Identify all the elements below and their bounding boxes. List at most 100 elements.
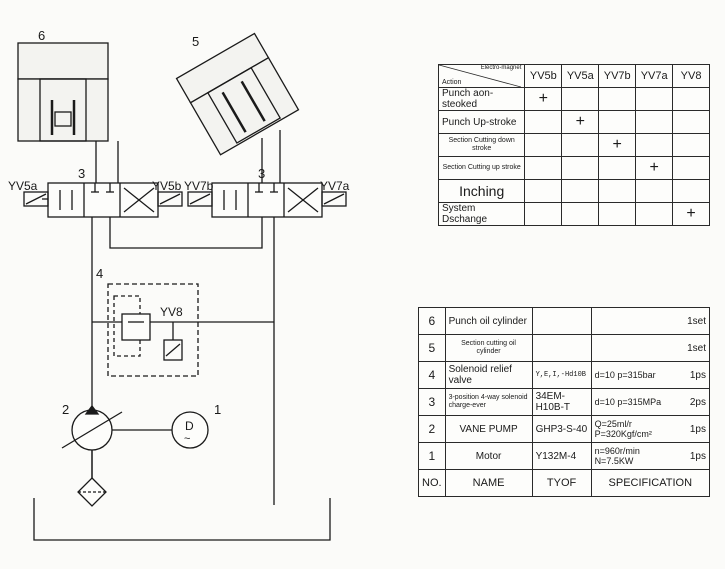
part-qty: 2ps xyxy=(669,388,710,416)
electromagnet-action-table: Electro-magnet Action YV5b YV5a YV7b YV7… xyxy=(437,64,710,226)
left-directional-valve xyxy=(23,182,183,218)
action-mark-cell xyxy=(524,156,563,180)
action-mark-cell xyxy=(561,87,600,111)
part-no: 6 xyxy=(418,307,446,335)
action-row: Section Cutting up stroke+ xyxy=(437,156,710,180)
hydraulic-circuit: 6 5 3 3 4 2 1 YV5a YV5b YV7b YV7a YV8 D … xyxy=(8,28,350,541)
action-mark-cell xyxy=(598,156,637,180)
label-4: 4 xyxy=(96,266,103,281)
label-yv7b: YV7b xyxy=(184,179,214,193)
action-row: Punch Up-stroke + xyxy=(437,110,710,134)
action-mark-cell xyxy=(561,133,600,157)
part-no: 4 xyxy=(418,361,446,389)
col-yv7b: YV7b xyxy=(598,64,637,88)
part-qty: 1set xyxy=(669,307,710,335)
part-qty: 1ps xyxy=(669,361,710,389)
action-mark-cell xyxy=(635,110,674,134)
tank xyxy=(33,498,331,541)
action-mark-cell xyxy=(672,110,710,134)
part-type: Y,E,I,-Hd10B xyxy=(531,361,592,389)
action-table-header: Electro-magnet Action YV5b YV5a YV7b YV7… xyxy=(437,64,710,88)
label-yv7a: YV7a xyxy=(320,179,350,193)
label-6: 6 xyxy=(38,28,45,43)
hdr-spec: SPECIFICATION xyxy=(590,469,711,497)
motor-wave: ~ xyxy=(184,433,190,445)
action-mark-cell xyxy=(635,87,674,111)
label-yv8: YV8 xyxy=(160,305,183,319)
action-row: Section Cutting down stroke + xyxy=(437,133,710,157)
part-spec: Q=25ml/r P=320Kgf/cm² xyxy=(590,415,669,443)
label-2: 2 xyxy=(62,402,69,417)
action-mark-cell xyxy=(672,156,710,180)
part-spec: n=960r/min N=7.5KW xyxy=(590,442,669,470)
action-mark-cell xyxy=(672,133,710,157)
action-mark-cell xyxy=(672,179,710,203)
action-mark-cell xyxy=(635,202,674,226)
corner-action: Action xyxy=(442,79,462,86)
label-3-left: 3 xyxy=(78,166,85,181)
action-mark-cell xyxy=(561,202,600,226)
action-row: System Dschange+ xyxy=(437,202,710,226)
part-no: 2 xyxy=(418,415,446,443)
action-mark-cell xyxy=(524,179,563,203)
section-cutting-cylinder xyxy=(175,32,300,156)
action-label: Section Cutting down stroke xyxy=(437,133,526,157)
part-name: Solenoid relief valve xyxy=(444,361,533,389)
action-row: Punch aon-steoked+ xyxy=(437,87,710,111)
part-name: 3-position 4-way solenoid charge-ever xyxy=(444,388,533,416)
col-yv7a: YV7a xyxy=(635,64,674,88)
part-name: Section cutting oil cylinder xyxy=(444,334,533,362)
action-mark-cell xyxy=(598,87,637,111)
hdr-type: TYOF xyxy=(531,469,592,497)
corner-cell: Electro-magnet Action xyxy=(437,64,526,88)
action-mark-cell: + xyxy=(561,110,600,134)
part-spec xyxy=(590,334,669,362)
part-type: Y132M-4 xyxy=(531,442,592,470)
part-type xyxy=(531,334,592,362)
part-name: Motor xyxy=(444,442,533,470)
action-mark-cell: + xyxy=(672,202,710,226)
part-type xyxy=(531,307,592,335)
part-no: 1 xyxy=(418,442,446,470)
part-spec: d=10 p=315bar xyxy=(590,361,669,389)
action-row: Inching xyxy=(437,179,710,203)
label-3-right: 3 xyxy=(258,166,265,181)
action-mark-cell xyxy=(598,179,637,203)
action-mark-cell xyxy=(635,179,674,203)
action-mark-cell: + xyxy=(598,133,637,157)
col-yv5b: YV5b xyxy=(524,64,563,88)
action-label: Punch Up-stroke xyxy=(437,110,526,134)
action-mark-cell: + xyxy=(524,87,563,111)
motor-letter: D xyxy=(185,419,194,433)
part-spec xyxy=(590,307,669,335)
part-no: 5 xyxy=(418,334,446,362)
action-label: Punch aon-steoked xyxy=(437,87,526,111)
action-mark-cell xyxy=(598,202,637,226)
part-spec: d=10 p=315MPa xyxy=(590,388,669,416)
label-1: 1 xyxy=(214,402,221,417)
action-mark-cell xyxy=(561,156,600,180)
corner-electromagnet: Electro-magnet xyxy=(480,65,522,71)
col-yv8: YV8 xyxy=(672,64,710,88)
motor xyxy=(171,411,209,449)
action-mark-cell xyxy=(635,133,674,157)
action-label: Section Cutting up stroke xyxy=(437,156,526,180)
parts-table-header: NO. NAME TYOF SPECIFICATION xyxy=(418,469,711,497)
hdr-no: NO. xyxy=(418,469,446,497)
col-yv5a: YV5a xyxy=(561,64,600,88)
part-name: Punch oil cylinder xyxy=(444,307,533,335)
action-label: Inching xyxy=(437,179,526,203)
relief-valve-box xyxy=(107,283,199,377)
part-name: VANE PUMP xyxy=(444,415,533,443)
hdr-name: NAME xyxy=(444,469,533,497)
filter xyxy=(77,477,107,507)
action-mark-cell xyxy=(524,133,563,157)
right-directional-valve xyxy=(187,182,347,218)
label-yv5a: YV5a xyxy=(8,179,38,193)
